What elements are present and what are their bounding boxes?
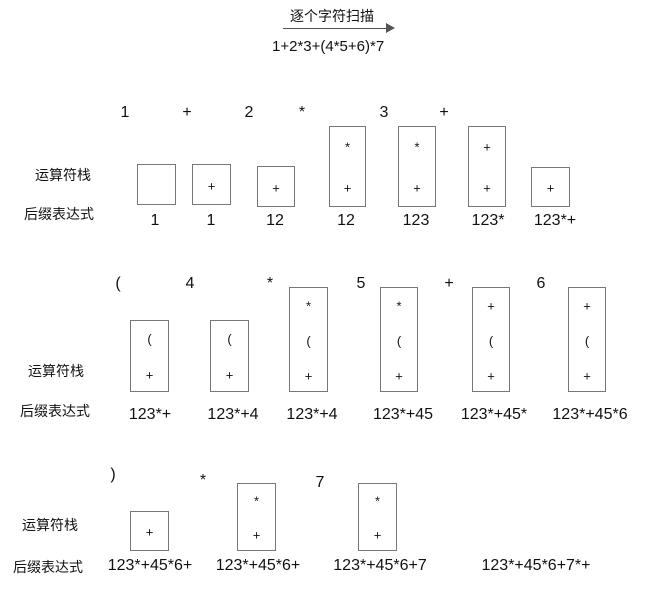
- scanned-token: 7: [315, 474, 325, 491]
- scanned-token: ): [110, 466, 116, 483]
- infix-expression: 1+2*3+(4*5+6)*7: [272, 38, 385, 55]
- operator-stack-box: * ( +: [380, 287, 418, 392]
- operator-stack-box: + ( +: [472, 287, 510, 392]
- scanned-token: 6: [536, 275, 546, 292]
- operator-stack-box: + ( +: [568, 287, 606, 392]
- postfix-output: 123*+45*: [460, 406, 528, 423]
- postfix-output: 123*+45*6: [552, 406, 628, 423]
- postfix-row-label: 后缀表达式: [24, 207, 94, 223]
- stack-row-label: 运算符栈: [28, 364, 84, 380]
- postfix-output: 123*+45*6+7: [333, 557, 427, 574]
- scanned-token: *: [298, 104, 306, 121]
- arrow-right-icon: [386, 23, 395, 33]
- stack-item: (: [306, 333, 311, 348]
- scanned-token: *: [266, 275, 274, 292]
- stack-item: (: [227, 331, 232, 347]
- stack-item: +: [395, 368, 403, 383]
- scanned-token: *: [199, 472, 207, 489]
- scanned-token: 3: [379, 104, 389, 121]
- stack-row-label: 运算符栈: [22, 518, 78, 534]
- postfix-output: 123*+4: [286, 406, 338, 423]
- postfix-output: 123*+: [128, 406, 172, 423]
- scanned-token: +: [444, 275, 454, 292]
- stack-item: +: [145, 524, 154, 540]
- stack-item: +: [487, 298, 495, 313]
- stack-item: (: [488, 333, 494, 348]
- stack-item: (: [147, 331, 152, 347]
- stack-item: *: [305, 298, 312, 313]
- scanned-token: +: [182, 104, 192, 121]
- postfix-output: 12: [337, 212, 355, 229]
- stack-item: *: [396, 298, 402, 313]
- stack-item: +: [483, 180, 491, 196]
- scan-arrow-line: [283, 28, 387, 29]
- stack-item: +: [304, 368, 313, 383]
- postfix-row-label: 后缀表达式: [20, 404, 90, 420]
- stack-item: +: [546, 180, 555, 196]
- stack-item: +: [373, 527, 382, 543]
- operator-stack-box: +: [130, 511, 169, 551]
- operator-stack-box: ++: [468, 126, 506, 207]
- stack-item: *: [414, 139, 420, 155]
- operator-stack-box: (+: [130, 320, 169, 392]
- operator-stack-box: (+: [210, 320, 249, 392]
- postfix-output: 123*+45*6+7*+: [481, 557, 591, 574]
- postfix-output: 123*+45*6+: [215, 557, 301, 574]
- postfix-output: 123*+45: [372, 406, 434, 423]
- postfix-output: 123*+4: [207, 406, 259, 423]
- postfix-output: 123*: [471, 212, 505, 229]
- operator-stack-box: *+: [398, 126, 436, 207]
- stack-item: +: [413, 180, 421, 196]
- postfix-output: 123: [402, 212, 430, 229]
- postfix-output: 12: [266, 212, 284, 229]
- scan-title: 逐个字符扫描: [290, 8, 374, 24]
- stack-item: +: [252, 527, 261, 543]
- stack-item: +: [343, 180, 352, 196]
- stack-item: +: [483, 139, 491, 155]
- stack-item: (: [396, 333, 402, 348]
- scanned-token: 4: [185, 275, 195, 292]
- operator-stack-box: * ( +: [289, 287, 328, 392]
- operator-stack-box: +: [192, 164, 231, 205]
- scanned-token: 2: [244, 104, 254, 121]
- stack-item: +: [225, 367, 234, 383]
- postfix-row-label: 后缀表达式: [13, 560, 83, 576]
- stack-item: +: [487, 368, 495, 383]
- stack-item: *: [253, 493, 260, 509]
- stack-row-label: 运算符栈: [35, 168, 91, 184]
- scanned-token: 5: [356, 275, 366, 292]
- stack-item: +: [583, 298, 591, 313]
- operator-stack-box: *+: [358, 483, 397, 551]
- stack-item: +: [272, 180, 280, 195]
- postfix-output: 123*+: [533, 212, 577, 229]
- postfix-output: 123*+45*6+: [107, 557, 193, 574]
- postfix-output: 1: [150, 212, 160, 229]
- operator-stack-box: *+: [329, 126, 366, 207]
- stack-item: (: [584, 333, 590, 348]
- scanned-token: +: [439, 104, 449, 121]
- operator-stack-box: [137, 164, 176, 205]
- postfix-output: 1: [206, 212, 216, 229]
- scanned-token: 1: [120, 104, 130, 121]
- operator-stack-box: +: [531, 167, 570, 207]
- stack-item: +: [207, 178, 216, 193]
- stack-item: +: [145, 367, 154, 383]
- stack-item: *: [374, 493, 381, 509]
- stack-item: +: [583, 368, 591, 383]
- operator-stack-box: +: [257, 166, 295, 207]
- stack-item: *: [344, 139, 351, 155]
- operator-stack-box: *+: [237, 483, 276, 551]
- scanned-token: (: [115, 275, 121, 292]
